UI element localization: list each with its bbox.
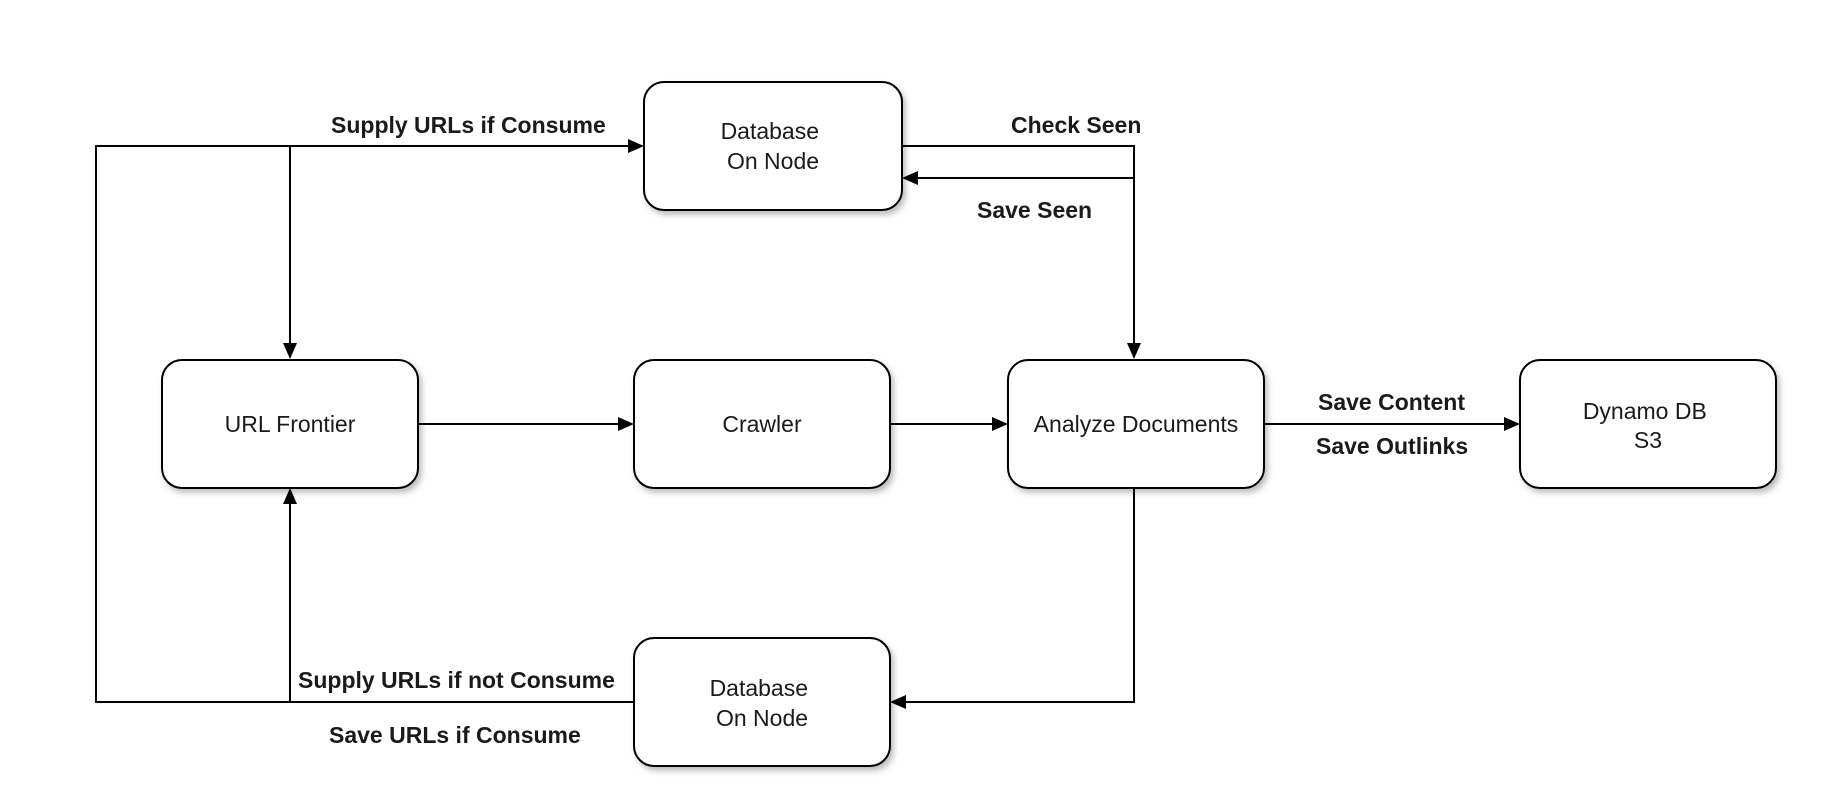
node-database-bottom-line-2: On Node (716, 705, 808, 731)
arrowhead-into-analyze (992, 417, 1008, 431)
svg-text:Dynamo DB S3: Dynamo DB S3 (1583, 398, 1713, 453)
arrowhead-into-frontier-bottom (283, 488, 297, 504)
svg-text:Database On Node: Database On Node (710, 675, 815, 731)
edge-supply-loop (95, 145, 634, 703)
node-url-frontier: URL Frontier (161, 359, 419, 489)
node-url-frontier-label: URL Frontier (225, 411, 356, 437)
node-database-bottom: Database On Node (633, 637, 891, 767)
node-dynamo-db: Dynamo DB S3 (1519, 359, 1777, 489)
label-supply-urls-if-not-consume: Supply URLs if not Consume (298, 667, 615, 693)
arrowhead-into-db-top (628, 139, 644, 153)
node-analyze-documents-label: Analyze Documents (1034, 411, 1239, 437)
node-database-top-line-2: On Node (727, 148, 819, 174)
label-supply-urls-if-consume: Supply URLs if Consume (331, 112, 606, 138)
arrowhead-into-dynamo (1504, 417, 1520, 431)
arrowhead-into-frontier-top (283, 343, 297, 359)
label-check-seen: Check Seen (1011, 112, 1141, 138)
edge-analyze-to-db-bottom (904, 488, 1135, 703)
svg-text:Database On Node: Database On Node (721, 118, 826, 174)
node-analyze-documents: Analyze Documents (1007, 359, 1265, 489)
label-save-content: Save Content (1318, 389, 1465, 415)
node-database-top-line-1: Database (721, 118, 819, 144)
arrowhead-into-analyze-top (1127, 343, 1141, 359)
arrowhead-into-db-top-right (902, 171, 918, 185)
node-crawler-label: Crawler (722, 411, 802, 437)
arrowhead-into-crawler (618, 417, 634, 431)
arrowhead-into-db-bottom (890, 695, 906, 709)
label-save-urls-if-consume: Save URLs if Consume (329, 722, 581, 748)
node-database-bottom-line-1: Database (710, 675, 808, 701)
label-save-seen: Save Seen (977, 197, 1092, 223)
node-dynamo-db-line-1: Dynamo DB (1583, 398, 1707, 424)
node-crawler: Crawler (633, 359, 891, 489)
node-dynamo-db-line-2: S3 (1634, 427, 1662, 453)
label-save-outlinks: Save Outlinks (1316, 433, 1468, 459)
node-database-top: Database On Node (643, 81, 903, 211)
edge-check-seen (900, 145, 1135, 345)
